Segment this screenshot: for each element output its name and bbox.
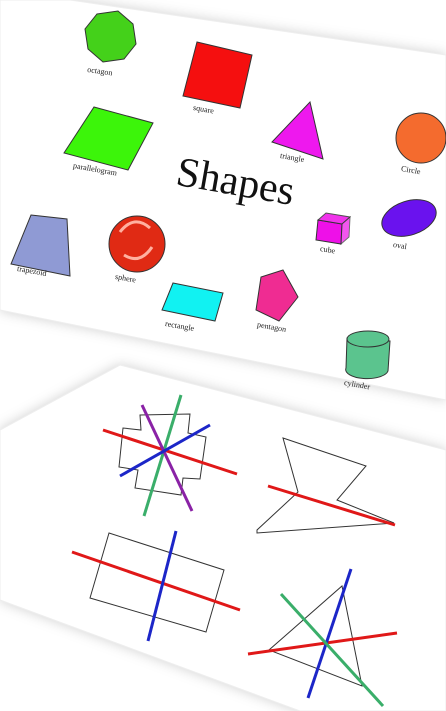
- lines-card: [0, 365, 446, 711]
- sphere-shape: [109, 216, 165, 272]
- circle-shape: [396, 113, 446, 163]
- cube-shape: [316, 213, 350, 244]
- cylinder-shape: [346, 331, 390, 379]
